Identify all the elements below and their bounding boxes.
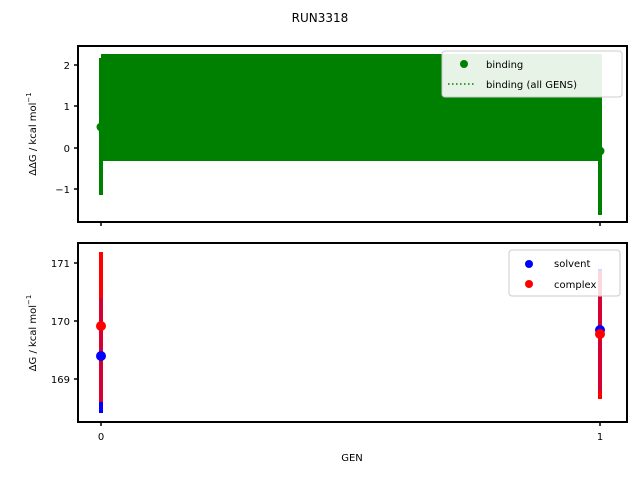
bottom-legend: solvent complex bbox=[508, 249, 621, 297]
bottom-xlabel: GEN bbox=[341, 453, 363, 464]
solvent-point-gen0 bbox=[96, 351, 106, 361]
bottom-xticks: 0 1 bbox=[98, 422, 603, 443]
legend-label: binding bbox=[486, 60, 523, 71]
complex-point-gen0 bbox=[96, 321, 106, 331]
xtick-label: 1 bbox=[597, 432, 603, 443]
legend-label: binding (all GENS) bbox=[486, 80, 577, 91]
top-ylabel: ΔΔG / kcal mol−1 bbox=[25, 92, 39, 176]
top-plot: 2 1 0 −1 ΔΔG / kcal mol−1 binding bindin… bbox=[25, 45, 628, 226]
bottom-yticks: 171 170 169 bbox=[51, 259, 78, 386]
legend-marker-icon bbox=[460, 60, 468, 68]
complex-point-gen1 bbox=[595, 329, 605, 339]
figure-title: RUN3318 bbox=[292, 11, 349, 25]
binding-errorbar-gen1 bbox=[598, 54, 602, 215]
legend-label: complex bbox=[554, 280, 596, 291]
xtick-label: 0 bbox=[98, 432, 104, 443]
bottom-ylabel: ΔG / kcal mol−1 bbox=[25, 295, 39, 372]
ytick-label: 170 bbox=[51, 317, 70, 328]
legend-marker-icon bbox=[525, 260, 533, 268]
ytick-label: 1 bbox=[64, 102, 70, 113]
binding-point-gen1 bbox=[595, 146, 605, 156]
bottom-axes-frame bbox=[77, 242, 628, 423]
top-axes-frame bbox=[77, 45, 628, 223]
ytick-label: 0 bbox=[64, 144, 70, 155]
legend-marker-icon bbox=[525, 280, 533, 288]
ytick-label: 169 bbox=[51, 375, 70, 386]
binding-point-gen0 bbox=[96, 122, 106, 132]
ytick-label: 171 bbox=[51, 259, 70, 270]
top-legend: binding binding (all GENS) bbox=[441, 50, 623, 98]
legend-label: solvent bbox=[554, 259, 591, 270]
ytick-label: 2 bbox=[64, 61, 70, 72]
top-yticks: 2 1 0 −1 bbox=[55, 61, 78, 196]
bottom-plot: 171 170 169 0 1 GEN ΔG / kcal mol−1 solv… bbox=[25, 242, 628, 464]
ytick-label: −1 bbox=[55, 185, 70, 196]
